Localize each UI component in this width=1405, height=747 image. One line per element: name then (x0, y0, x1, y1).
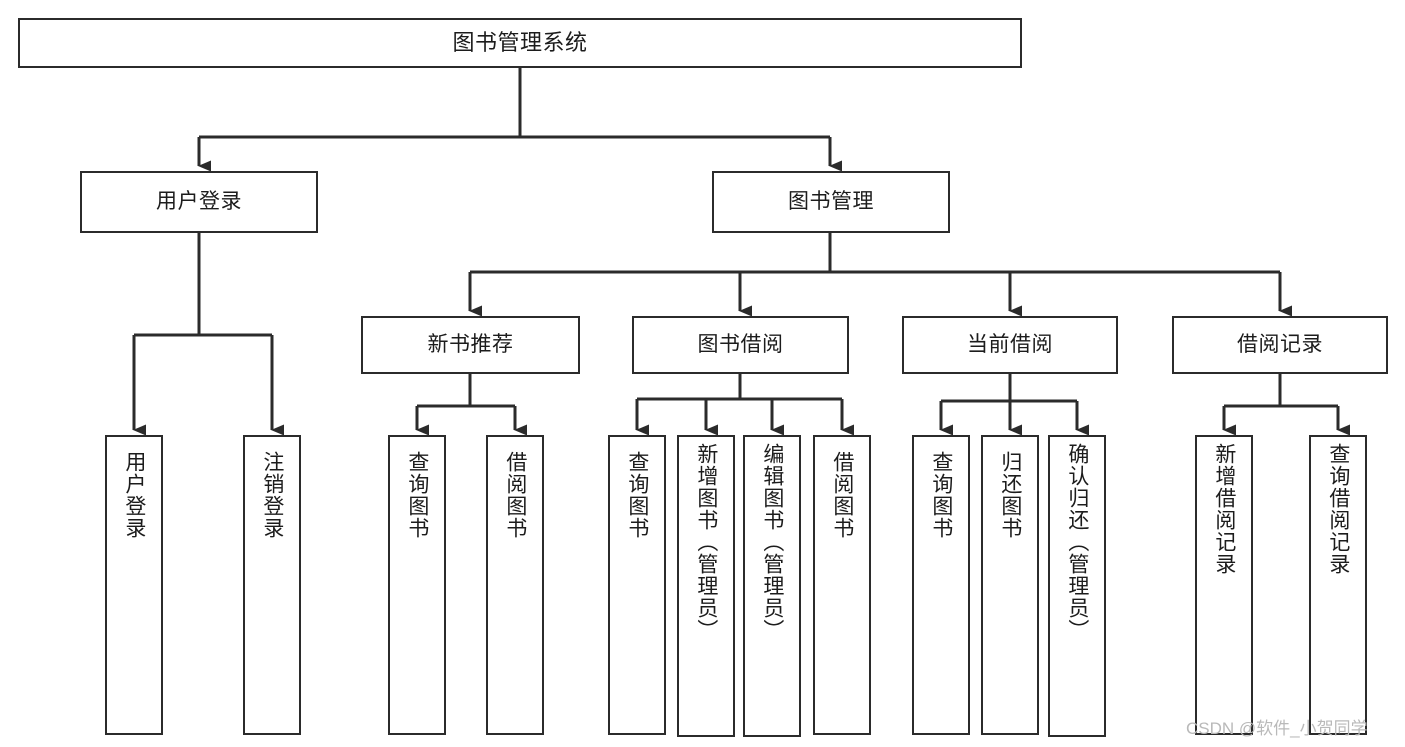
node-label: 注销登录 (260, 451, 284, 539)
node-root-book-management-system[interactable]: 图书管理系统 (18, 18, 1022, 68)
node-label: 查询图书 (405, 451, 429, 539)
node-label: 新增借阅记录 (1212, 443, 1236, 575)
node-label: 借阅图书 (503, 451, 527, 539)
node-label: 查询图书 (929, 451, 953, 539)
node-label: 归还图书 (998, 451, 1022, 539)
node-label: 借阅图书 (830, 451, 854, 539)
node-leaf-add-book-admin[interactable]: 新增图书（管理员） (677, 435, 735, 737)
node-user-login[interactable]: 用户登录 (80, 171, 318, 233)
node-label: 用户登录 (156, 189, 242, 213)
node-label: 借阅记录 (1237, 332, 1323, 356)
node-book-management[interactable]: 图书管理 (712, 171, 950, 233)
node-label: 图书管理系统 (452, 30, 588, 56)
node-leaf-query-book-current[interactable]: 查询图书 (912, 435, 970, 735)
node-leaf-borrow-book-borrow[interactable]: 借阅图书 (813, 435, 871, 735)
node-leaf-confirm-return-admin[interactable]: 确认归还（管理员） (1048, 435, 1106, 737)
node-borrowing-record[interactable]: 借阅记录 (1172, 316, 1388, 374)
node-label: 新书推荐 (427, 332, 514, 356)
node-leaf-return-book[interactable]: 归还图书 (981, 435, 1039, 735)
node-label: 当前借阅 (967, 332, 1053, 356)
node-current-borrowing[interactable]: 当前借阅 (902, 316, 1118, 374)
node-label: 查询借阅记录 (1326, 443, 1350, 575)
csdn-watermark: CSDN @软件_小贺同学 (1186, 719, 1368, 738)
node-label: 图书借阅 (697, 332, 784, 356)
node-label: 编辑图书（管理员） (760, 443, 784, 641)
node-leaf-query-book-newbook[interactable]: 查询图书 (388, 435, 446, 735)
node-label: 用户登录 (122, 451, 146, 539)
node-label: 新增图书（管理员） (694, 443, 718, 641)
node-book-borrowing[interactable]: 图书借阅 (632, 316, 849, 374)
node-leaf-edit-book-admin[interactable]: 编辑图书（管理员） (743, 435, 801, 737)
node-leaf-logout[interactable]: 注销登录 (243, 435, 301, 735)
node-new-book-recommendation[interactable]: 新书推荐 (361, 316, 580, 374)
node-leaf-add-borrow-record[interactable]: 新增借阅记录 (1195, 435, 1253, 735)
node-leaf-query-book-borrow[interactable]: 查询图书 (608, 435, 666, 735)
node-leaf-user-login[interactable]: 用户登录 (105, 435, 163, 735)
node-leaf-query-borrow-record[interactable]: 查询借阅记录 (1309, 435, 1367, 735)
node-leaf-borrow-book-newbook[interactable]: 借阅图书 (486, 435, 544, 735)
node-label: 查询图书 (625, 451, 649, 539)
node-label: 图书管理 (788, 189, 874, 213)
node-label: 确认归还（管理员） (1065, 443, 1089, 641)
